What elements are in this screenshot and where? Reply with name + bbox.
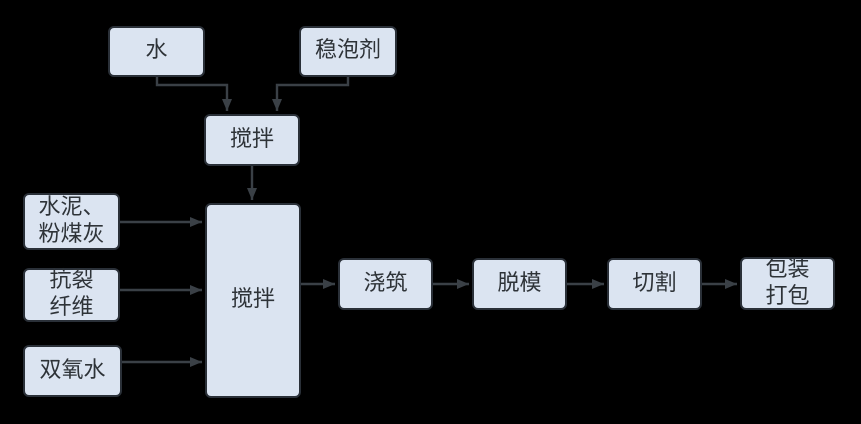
node-water-label: 水 <box>145 38 168 64</box>
node-cutting-label: 切割 <box>632 270 677 296</box>
node-anticrack-fiber-label: 抗裂 纤维 <box>49 268 94 320</box>
node-foam-stabilizer-label: 稳泡剂 <box>314 38 381 64</box>
node-cement-flyash-label: 水泥、 粉煤灰 <box>38 194 105 247</box>
node-hydrogen-peroxide-label: 双氧水 <box>39 357 106 383</box>
node-premix-stirring: 搅拌 <box>204 114 300 166</box>
node-demolding-label: 脱模 <box>497 270 542 296</box>
node-pouring-label: 浇筑 <box>363 270 408 296</box>
node-demolding: 脱模 <box>472 258 567 310</box>
node-packaging-label: 包装 打包 <box>765 256 810 309</box>
node-cutting: 切割 <box>607 258 702 310</box>
node-hydrogen-peroxide: 双氧水 <box>23 345 122 397</box>
node-foam-stabilizer: 稳泡剂 <box>299 26 397 77</box>
node-anticrack-fiber: 抗裂 纤维 <box>23 268 120 322</box>
node-main-stirring-label: 搅拌 <box>230 287 275 313</box>
node-packaging: 包装 打包 <box>740 257 835 310</box>
node-cement-flyash: 水泥、 粉煤灰 <box>23 193 120 250</box>
node-premix-stirring-label: 搅拌 <box>229 126 274 152</box>
node-water: 水 <box>108 26 205 77</box>
node-pouring: 浇筑 <box>338 258 433 310</box>
arrow-foam-stabilizer-to-premix <box>272 77 350 111</box>
arrow-water-to-premix <box>155 77 232 111</box>
node-main-stirring: 搅拌 <box>205 203 301 398</box>
